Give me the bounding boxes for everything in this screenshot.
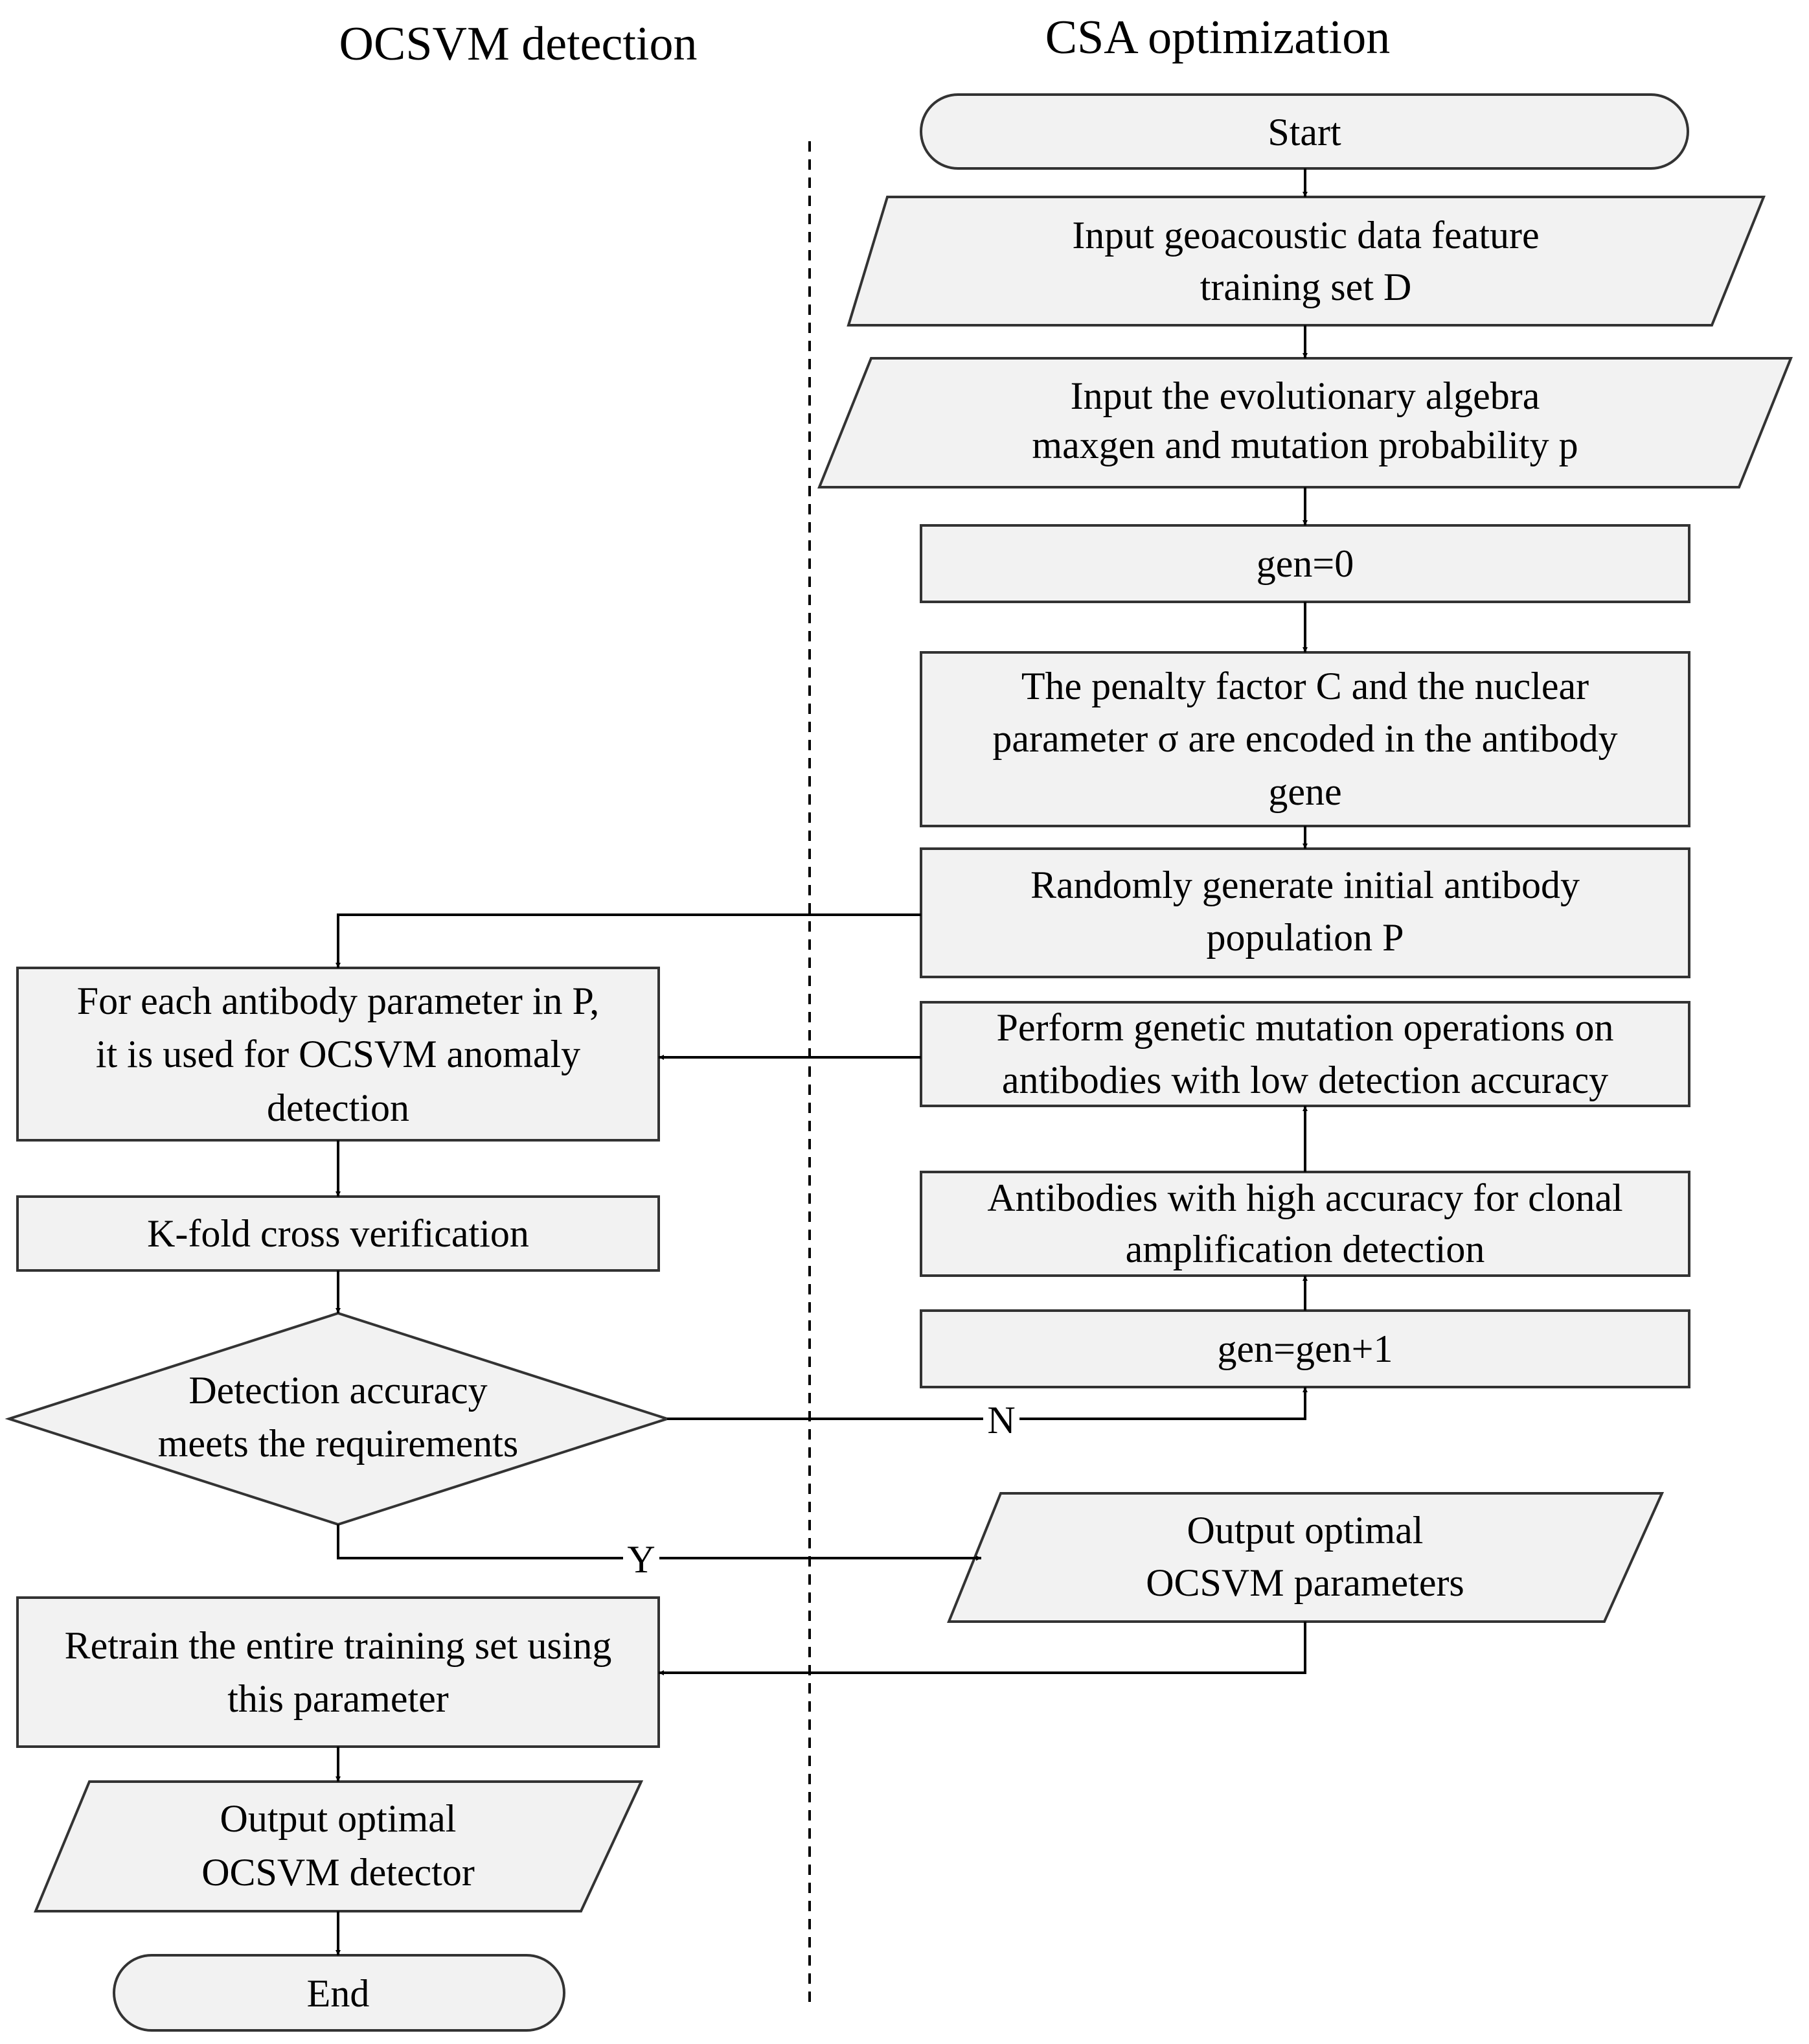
gen-increment-node: gen=gen+1: [920, 1309, 1690, 1388]
retrain-line-2: this parameter: [227, 1677, 449, 1720]
gen-init-node: gen=0: [920, 524, 1690, 603]
input-params-node: Input the evolutionary algebra maxgen an…: [817, 357, 1793, 488]
random-population-line-1: Randomly generate initial antibody: [1030, 864, 1580, 906]
end-terminal: End: [113, 1954, 565, 2032]
retrain-node: Retrain the entire training set using th…: [16, 1596, 660, 1748]
kfold-label: K-fold cross verification: [147, 1212, 529, 1255]
arrow-output-params-to-retrain: [659, 1622, 1306, 1675]
each-antibody-node: For each antibody parameter in P, it is …: [16, 967, 660, 1142]
arrow-decision-yes-to-output-params: [337, 1524, 981, 1561]
output-detector-line-1: Output optimal: [220, 1797, 457, 1840]
gen-increment-label: gen=gen+1: [1218, 1327, 1393, 1370]
output-detector-line-2: OCSVM detector: [201, 1851, 475, 1894]
input-data-node: Input geoacoustic data feature training …: [847, 196, 1766, 327]
decision-node: Detection accuracy meets the requirement…: [5, 1311, 672, 1526]
no-label-background: [983, 1398, 1019, 1440]
encode-line-1: The penalty factor C and the nuclear: [1021, 665, 1589, 707]
each-antibody-line-2: it is used for OCSVM anomaly: [96, 1033, 580, 1075]
arrow-random-population-to-each-antibody: [336, 913, 921, 968]
start-label: Start: [1268, 111, 1341, 154]
input-params-line-1: Input the evolutionary algebra: [1071, 374, 1540, 417]
arrow-decision-no-to-gen-increment: [667, 1387, 1308, 1420]
heading-ocsvm-detection: OCSVM detection: [339, 17, 698, 71]
encode-line-2: parameter σ are encoded in the antibody: [992, 717, 1617, 760]
random-population-line-2: population P: [1206, 916, 1404, 959]
mutation-line-2: antibodies with low detection accuracy: [1002, 1059, 1608, 1101]
decision-line-1: Detection accuracy: [188, 1369, 487, 1412]
heading-csa-optimization: CSA optimization: [1045, 11, 1390, 64]
clonal-amplification-node: Antibodies with high accuracy for clonal…: [920, 1171, 1690, 1277]
output-params-line-1: Output optimal: [1187, 1509, 1424, 1552]
encode-node: The penalty factor C and the nuclear par…: [920, 651, 1690, 827]
output-params-node: Output optimal OCSVM parameters: [947, 1492, 1665, 1623]
output-detector-node: Output optimal OCSVM detector: [34, 1780, 644, 1912]
encode-line-3: gene: [1268, 770, 1341, 813]
decision-line-2: meets the requirements: [158, 1422, 518, 1465]
input-data-line-2: training set D: [1200, 266, 1412, 308]
each-antibody-line-1: For each antibody parameter in P,: [77, 980, 599, 1022]
yes-label: Y: [627, 1538, 655, 1581]
clonal-line-2: amplification detection: [1126, 1228, 1485, 1270]
each-antibody-line-3: detection: [267, 1086, 409, 1129]
start-terminal: Start: [920, 93, 1689, 170]
no-label: N: [987, 1399, 1015, 1441]
random-population-node: Randomly generate initial antibody popul…: [920, 847, 1690, 978]
input-params-line-2: maxgen and mutation probability p: [1032, 424, 1578, 466]
yes-label-background: [623, 1537, 659, 1579]
clonal-line-1: Antibodies with high accuracy for clonal: [987, 1177, 1622, 1219]
gen-init-label: gen=0: [1257, 542, 1354, 585]
retrain-line-1: Retrain the entire training set using: [65, 1624, 612, 1667]
input-data-line-1: Input geoacoustic data feature: [1072, 214, 1539, 257]
end-label: End: [307, 1972, 370, 2015]
mutation-line-1: Perform genetic mutation operations on: [996, 1006, 1613, 1049]
output-params-line-2: OCSVM parameters: [1146, 1561, 1464, 1604]
mutation-node: Perform genetic mutation operations on a…: [920, 1001, 1690, 1107]
kfold-node: K-fold cross verification: [16, 1195, 660, 1272]
